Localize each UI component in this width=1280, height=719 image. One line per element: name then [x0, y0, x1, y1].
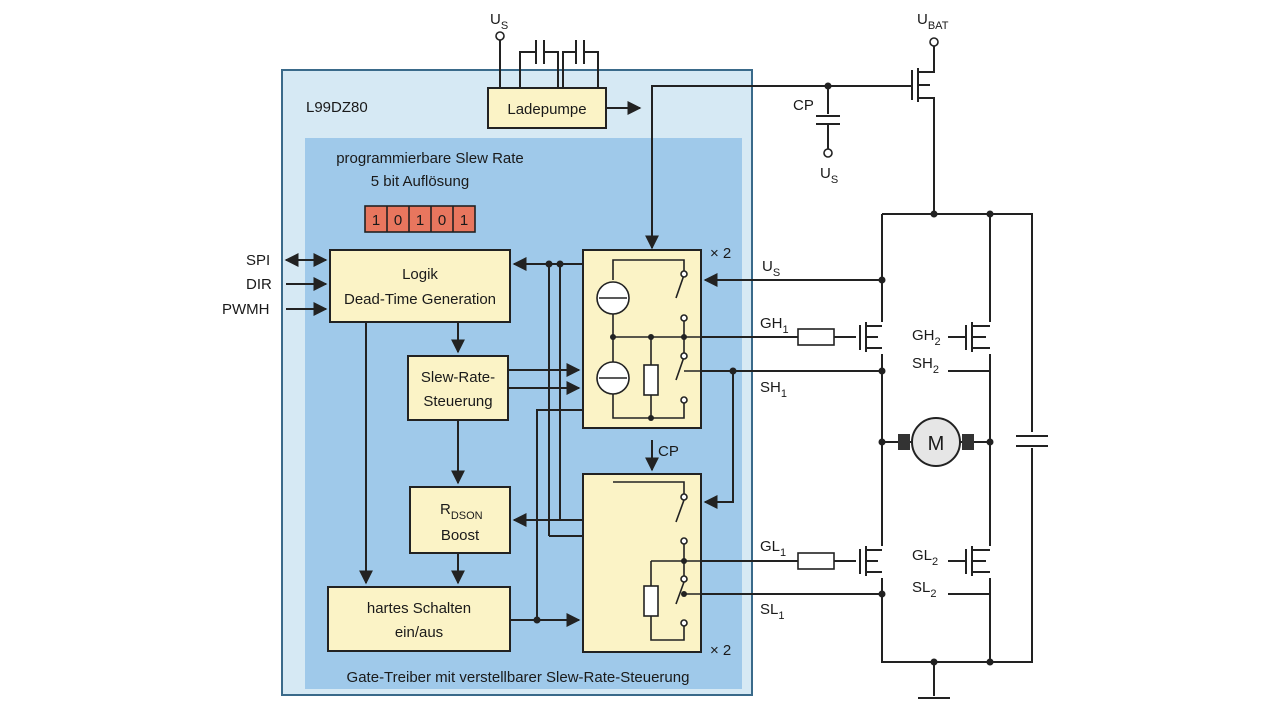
bit-1: 0 — [394, 212, 402, 229]
h-bridge — [878, 210, 1033, 699]
rdson-boost-block — [409, 486, 511, 554]
ladepumpe-block — [487, 87, 607, 129]
x2-top-label: × 2 — [710, 245, 731, 262]
hartes-schalten-block — [327, 586, 511, 652]
low-side-driver-internals — [613, 481, 701, 641]
hartes-schalten-label-1: hartes Schalten — [367, 600, 471, 617]
hartes-schalten-label-2: ein/aus — [395, 624, 443, 641]
gate-driver-footer: Gate-Treiber mit verstellbarer Slew-Rate… — [347, 669, 690, 686]
bit-0: 1 — [372, 212, 380, 229]
gh2-label: GH2 — [912, 327, 941, 348]
boost-label: Boost — [441, 527, 480, 544]
us-cap-label: US — [820, 165, 838, 186]
motor-label: M — [928, 433, 945, 455]
input-spi: SPI — [246, 252, 270, 269]
sh1-label: SH1 — [760, 379, 787, 400]
bit-4: 1 — [460, 212, 468, 229]
ubat-mosfet — [911, 37, 939, 214]
sl1-label: SL1 — [760, 601, 784, 622]
sh2-label: SH2 — [912, 355, 939, 376]
slew-rate-label-2: Steuerung — [423, 393, 492, 410]
x2-bottom-label: × 2 — [710, 642, 731, 659]
gl1-label: GL1 — [760, 538, 786, 559]
logik-block — [329, 249, 511, 323]
slew-rate-block — [407, 355, 509, 421]
cp-cap-label: CP — [793, 97, 814, 114]
gate-resistor-low — [797, 552, 835, 570]
motor: M — [898, 417, 974, 467]
chip-name: L99DZ80 — [306, 99, 368, 116]
control-bus — [508, 257, 734, 627]
gh1-label: GH1 — [760, 315, 789, 336]
cp-arrow-label: CP — [658, 443, 679, 460]
sl2-label: SL2 — [912, 579, 936, 600]
slew-title-line2: 5 bit Auflösung — [371, 173, 469, 190]
gate-resistor-high — [797, 328, 835, 346]
us-top-label: US — [490, 11, 508, 32]
bit-2: 1 — [416, 212, 424, 229]
high-side-driver-internals — [596, 259, 701, 421]
mosfet-low-2 — [948, 546, 992, 578]
bulk-capacitor — [1016, 432, 1048, 448]
mosfet-high-2 — [948, 322, 992, 354]
logik-label: Logik — [402, 266, 438, 283]
gl2-label: GL2 — [912, 547, 938, 568]
pump-capacitors — [519, 40, 599, 88]
mosfet-low-1 — [856, 546, 886, 578]
dead-time-label: Dead-Time Generation — [344, 291, 496, 308]
ladepumpe-label: Ladepumpe — [507, 101, 586, 118]
rdson-label: RDSON — [440, 501, 483, 522]
slew-title-line1: programmierbare Slew Rate — [336, 150, 524, 167]
slew-rate-label-1: Slew-Rate- — [421, 369, 495, 386]
input-pwmh: PWMH — [222, 301, 270, 318]
mosfet-high-1 — [856, 322, 886, 354]
bit-register: 1 0 1 0 1 — [364, 205, 476, 233]
us-right-label: US — [762, 258, 780, 279]
bit-3: 0 — [438, 212, 446, 229]
input-dir: DIR — [246, 276, 272, 293]
ubat-label: UBAT — [917, 11, 949, 32]
